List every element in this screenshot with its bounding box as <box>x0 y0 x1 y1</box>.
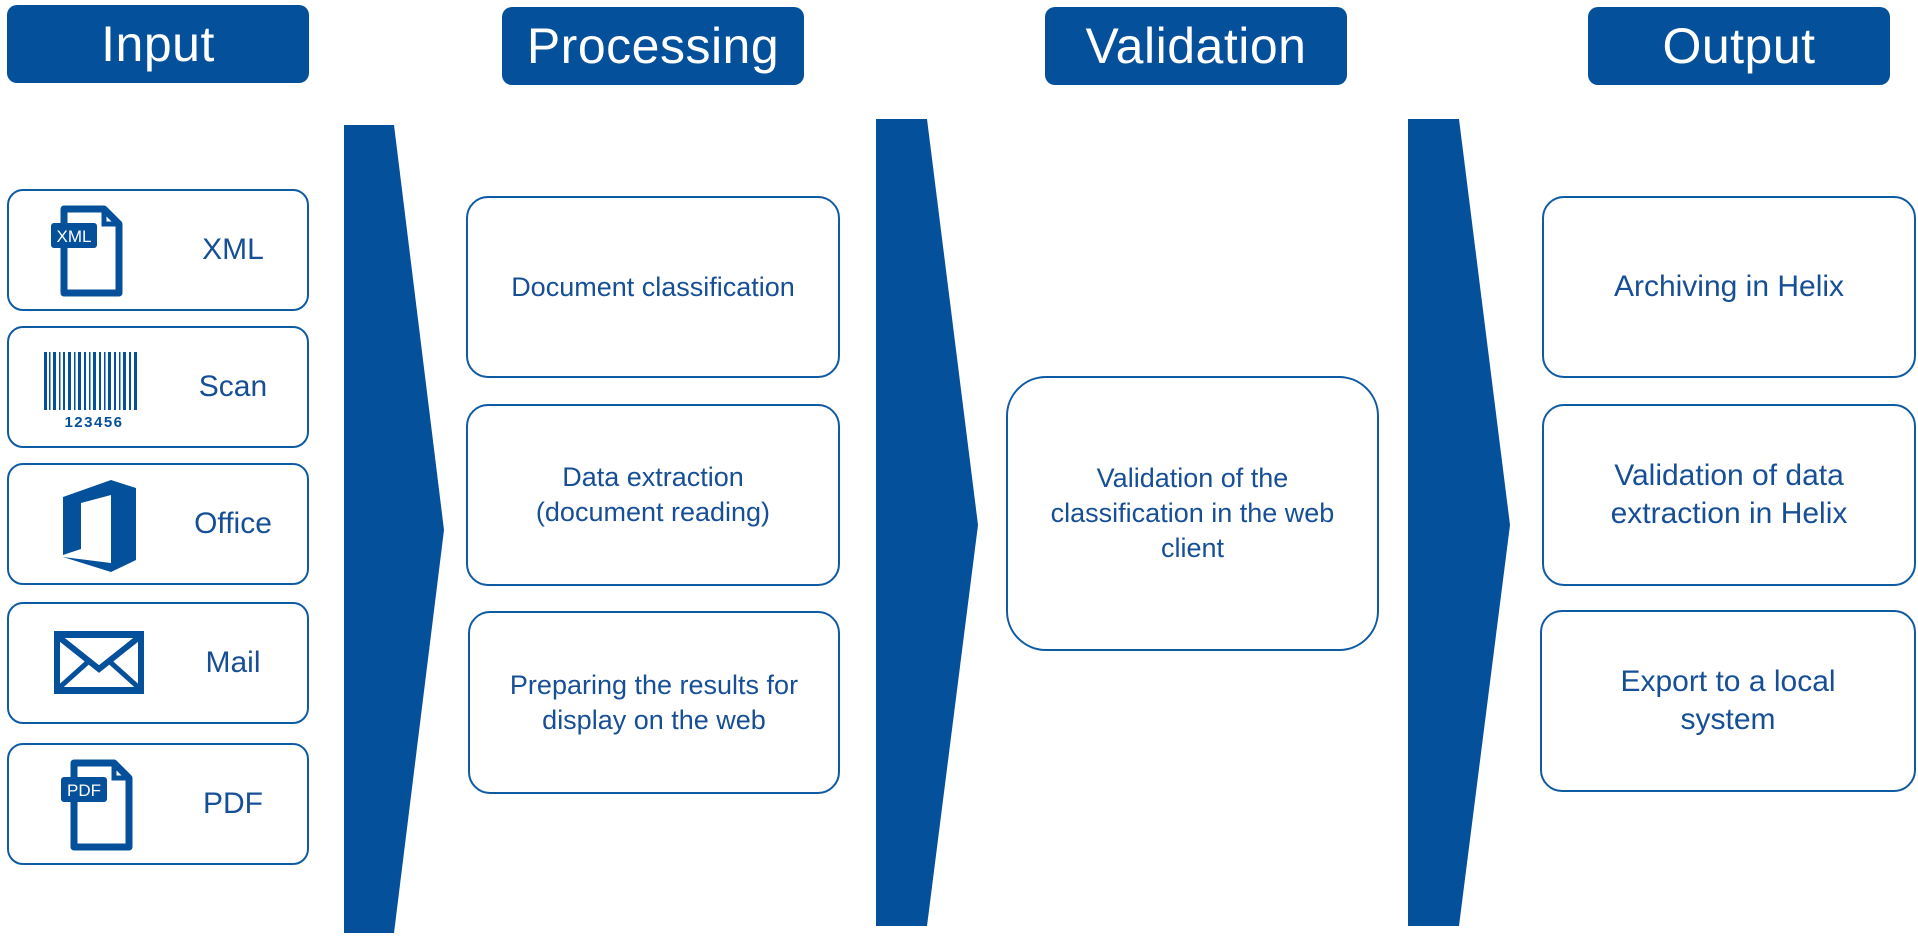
validation-step-label: Validation of the classification in the … <box>1050 463 1335 563</box>
input-item-label: XML <box>202 233 264 266</box>
processing-step-label: Document classification <box>511 271 795 302</box>
xml-icon-text: XML <box>57 227 92 246</box>
stage-header-validation: Validation <box>1045 7 1347 85</box>
output-step-export: Export to a local system <box>1540 610 1916 792</box>
input-item-mail: Mail <box>7 602 309 724</box>
stage-header-validation-label: Validation <box>1085 18 1307 74</box>
stage-header-output-label: Output <box>1662 18 1816 74</box>
mail-icon <box>54 631 144 694</box>
stage-header-input-label: Input <box>101 16 215 72</box>
processing-step-classification: Document classification <box>466 196 840 378</box>
processing-step-extraction: Data extraction (document reading) <box>466 404 840 586</box>
input-item-xml: XML XML <box>7 189 309 311</box>
processing-step-label: Data extraction (document reading) <box>535 462 771 527</box>
office-icon <box>63 480 136 572</box>
input-item-office: Office <box>7 463 309 585</box>
stage-header-processing-label: Processing <box>526 18 780 74</box>
stage-header-input: Input <box>7 5 309 83</box>
output-step-label: Export to a local system <box>1620 665 1836 736</box>
validation-step: Validation of the classification in the … <box>1006 376 1379 651</box>
output-step-archiving: Archiving in Helix <box>1542 196 1916 378</box>
processing-step-preparing: Preparing the results for display on the… <box>468 611 840 794</box>
xml-file-icon: XML <box>51 205 123 297</box>
barcode-icon-text: 123456 <box>64 414 123 431</box>
input-item-pdf: PDF PDF <box>7 743 309 865</box>
output-step-label: Archiving in Helix <box>1613 270 1845 303</box>
pdf-file-icon: PDF <box>61 759 133 851</box>
output-step-validation: Validation of data extraction in Helix <box>1542 404 1916 586</box>
flow-arrow-2 <box>876 119 978 926</box>
output-step-label: Validation of data extraction in Helix <box>1610 459 1848 530</box>
input-item-label: Office <box>194 507 272 540</box>
flow-arrow-3 <box>1408 119 1510 926</box>
stage-header-processing: Processing <box>502 7 804 85</box>
input-item-scan: 123456 Scan <box>7 326 309 448</box>
processing-step-label: Preparing the results for display on the… <box>509 669 799 735</box>
barcode-icon: 123456 <box>44 352 137 431</box>
input-item-label: Scan <box>198 370 268 403</box>
stage-header-output: Output <box>1588 7 1890 85</box>
input-item-label: PDF <box>203 787 263 820</box>
input-item-label: Mail <box>205 646 261 679</box>
flow-arrow-1 <box>344 125 444 933</box>
pdf-icon-text: PDF <box>67 781 101 800</box>
